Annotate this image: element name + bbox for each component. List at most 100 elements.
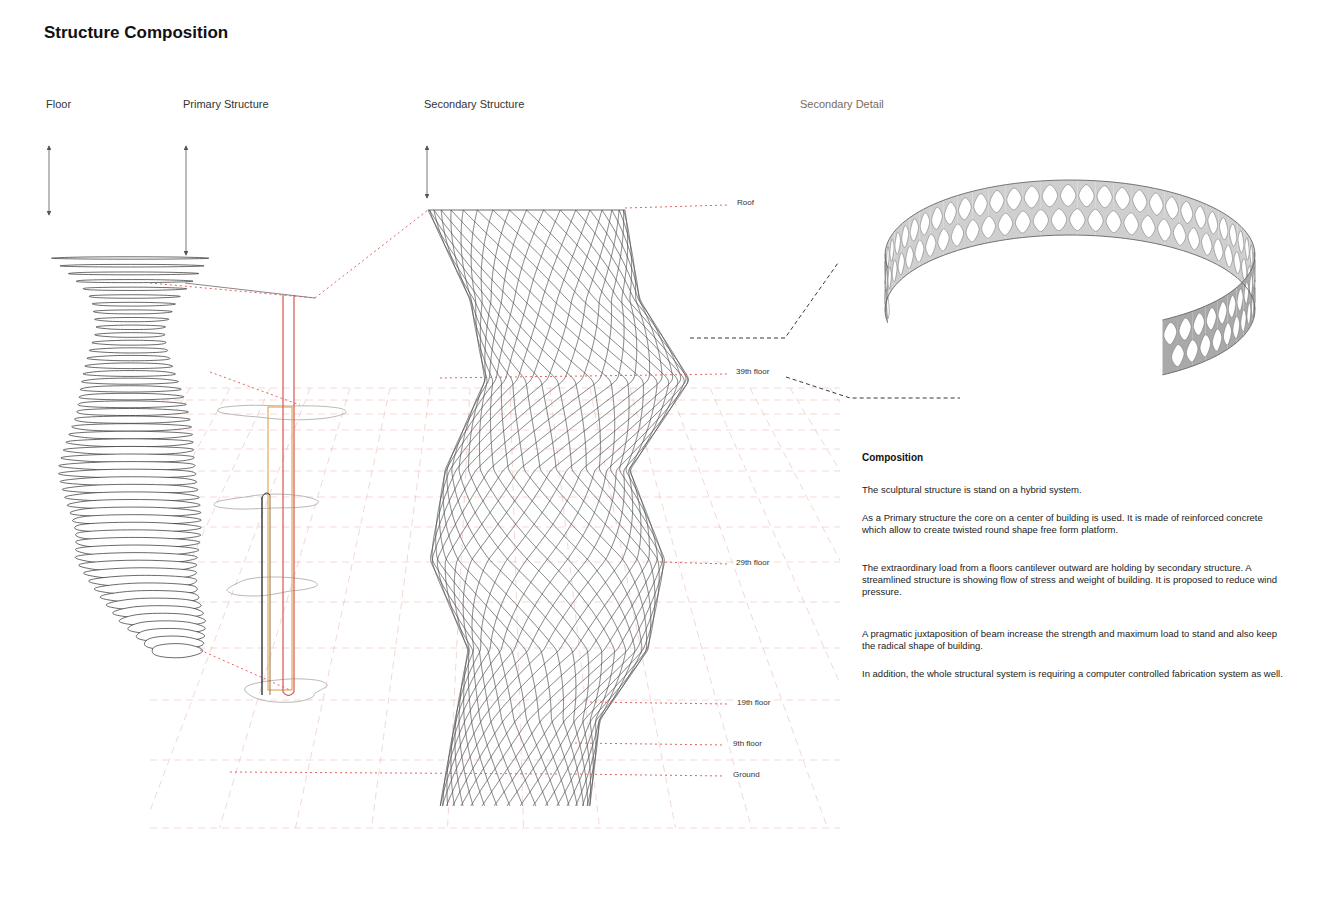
grid-line: [150, 497, 840, 498]
ribbon-opening: [1214, 239, 1223, 261]
ribbon-opening: [1219, 218, 1228, 240]
level-line: [230, 772, 560, 774]
ribbon-opening: [1079, 185, 1094, 207]
grid-line: [830, 388, 840, 828]
floor-slab: [92, 302, 175, 306]
ribbon-opening: [1181, 201, 1193, 223]
lattice-member: [469, 210, 602, 806]
floor-slab: [89, 348, 167, 353]
lattice-member: [429, 210, 659, 806]
lattice-member: [445, 210, 627, 806]
ribbon-opening: [926, 234, 936, 256]
body-paragraph: In addition, the whole structural system…: [862, 668, 1287, 680]
ribbon-opening: [1233, 316, 1240, 338]
ribbon-opening: [1245, 238, 1249, 260]
ribbon-opening: [990, 190, 1004, 212]
core-wall: [268, 407, 292, 690]
floor-slab: [63, 446, 194, 454]
lattice-member: [436, 210, 590, 806]
floor-slab: [83, 287, 187, 290]
lattice-member: [432, 210, 619, 806]
grid-line: [150, 388, 230, 828]
lattice-member: [453, 210, 669, 806]
ribbon-opening: [1007, 188, 1022, 210]
lattice-member: [459, 210, 591, 806]
level-line: [660, 562, 728, 564]
level-label: 39th floor: [734, 367, 771, 377]
grid-line: [150, 648, 840, 649]
ribbon-opening: [1033, 210, 1048, 232]
grid-line: [150, 471, 840, 472]
ribbon-opening: [998, 213, 1012, 235]
level-line: [625, 205, 728, 208]
floor-slab: [83, 371, 175, 377]
height-arrows: [49, 146, 427, 255]
lattice-member: [431, 210, 612, 806]
floor-slab: [72, 424, 192, 431]
lattice-member: [428, 210, 655, 806]
lattice-member: [461, 210, 626, 806]
floor-slab: [85, 363, 173, 369]
body-paragraph: A pragmatic juxtaposition of beam increa…: [862, 628, 1287, 652]
core-column: [293, 295, 294, 692]
ribbon-opening: [982, 216, 996, 238]
lattice-member: [463, 210, 657, 806]
ribbon-opening: [1241, 309, 1246, 331]
lattice-tower: [428, 210, 688, 806]
grid-line: [150, 760, 840, 761]
grid-line: [372, 388, 431, 828]
height-arrow: [49, 146, 50, 215]
lattice-member: [442, 210, 684, 806]
ribbon-opening: [892, 260, 897, 282]
lattice-member: [434, 210, 647, 806]
ribbon-opening: [915, 240, 924, 262]
lattice-member: [452, 210, 588, 806]
floor-stack: [52, 257, 209, 658]
ground-grid: [150, 388, 840, 828]
body-paragraph: The sculptural structure is stand on a h…: [862, 484, 1287, 496]
ribbon-opening: [1223, 323, 1231, 345]
ribbon-opening: [1218, 302, 1227, 324]
grid-line: [670, 388, 828, 828]
lattice-member: [440, 210, 688, 806]
ribbon-opening: [898, 253, 904, 275]
core-column: [261, 497, 262, 695]
ribbon-opening: [1242, 258, 1247, 280]
ribbon-opening: [885, 261, 886, 283]
lattice-member: [463, 210, 657, 806]
grid-line: [150, 602, 840, 603]
lattice-member: [451, 210, 635, 806]
grid-line: [150, 430, 840, 431]
level-line: [200, 650, 290, 690]
body-paragraph: The extraordinary load from a floors can…: [862, 562, 1287, 598]
floor-slab: [52, 257, 209, 259]
ribbon-opening: [902, 225, 909, 247]
roof-slab: [185, 283, 315, 298]
floor-slab: [96, 325, 165, 329]
lattice-member: [459, 210, 591, 806]
floor-slab: [66, 439, 193, 447]
level-line: [575, 743, 725, 745]
lattice-member: [461, 210, 657, 806]
column-heading: Primary Structure: [183, 98, 269, 111]
floor-slab: [69, 431, 193, 439]
ribbon-opening: [920, 213, 930, 235]
ribbon-opening: [1173, 223, 1185, 245]
floor-slab: [61, 454, 194, 462]
lattice-member: [455, 210, 662, 806]
ribbon-opening: [1247, 302, 1251, 324]
ribbon-opening: [1228, 295, 1235, 317]
ribbon-opening: [1202, 233, 1212, 255]
ribbon-opening: [932, 207, 943, 229]
ribbon-opening: [1158, 219, 1171, 241]
floor-outline: [245, 679, 328, 702]
lattice-member: [432, 210, 602, 806]
lattice-member: [442, 210, 684, 806]
lattice-member: [455, 210, 662, 806]
grid-line: [150, 828, 840, 829]
ribbon-opening: [1024, 186, 1039, 208]
ribbon-opening: [1106, 211, 1121, 233]
ribbon-opening: [1070, 209, 1085, 231]
lattice-member: [429, 210, 650, 806]
